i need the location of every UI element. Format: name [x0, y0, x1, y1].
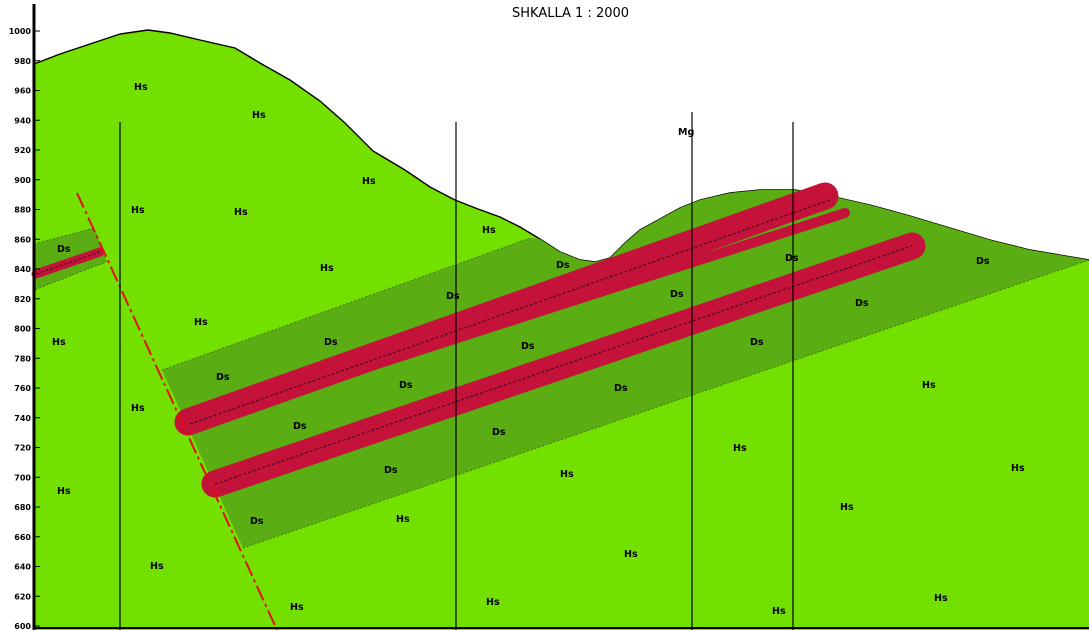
- elevation-tick-label: 740: [14, 414, 31, 423]
- label-hs: Hs: [560, 469, 574, 480]
- elevation-tick-label: 640: [14, 563, 31, 572]
- label-ds: Ds: [250, 516, 264, 527]
- label-hs: Hs: [150, 561, 164, 572]
- label-hs: Hs: [486, 597, 500, 608]
- elevation-tick-label: 980: [14, 57, 31, 66]
- elevation-tick-label: 960: [14, 87, 31, 96]
- label-ds: Ds: [216, 372, 230, 383]
- elevation-tick-label: 680: [14, 503, 31, 512]
- label-ds: Ds: [446, 291, 460, 302]
- ore-body-lower: [201, 232, 926, 498]
- fault-line: [76, 192, 278, 630]
- label-ds: Ds: [976, 256, 990, 267]
- ore-body-left: [31, 247, 105, 279]
- elevation-tick-label: 940: [14, 116, 31, 125]
- label-ds: Ds: [670, 289, 684, 300]
- label-ds: Ds: [399, 380, 413, 391]
- elevation-tick-label: 900: [14, 176, 31, 185]
- label-hs: Hs: [482, 225, 496, 236]
- label-hs: Hs: [362, 176, 376, 187]
- elevation-axis: 1000 980 960 940 920 900 880 860 840 820 800 780 760…: [9, 4, 1089, 630]
- deposit-zone-top-boundary: [161, 237, 531, 371]
- label-ds: Ds: [492, 427, 506, 438]
- elevation-tick-label: 600: [14, 622, 31, 630]
- label-hs: Hs: [934, 593, 948, 604]
- label-ds: Ds: [855, 298, 869, 309]
- label-ds: Ds: [556, 260, 570, 271]
- elevation-tick-label: 660: [14, 533, 31, 542]
- elevation-tick-label: 1000: [9, 27, 32, 36]
- elevation-tick-label: 880: [14, 206, 31, 215]
- label-ds: Ds: [785, 253, 799, 264]
- label-ds: Ds: [293, 421, 307, 432]
- deposit-zone-main: [162, 190, 1089, 548]
- elevation-tick-label: 620: [14, 592, 31, 601]
- label-hs: Hs: [131, 205, 145, 216]
- label-hs: Hs: [624, 549, 638, 560]
- label-ds: Ds: [57, 244, 71, 255]
- label-hs: Hs: [52, 337, 66, 348]
- label-hs: Hs: [234, 207, 248, 218]
- label-hs: Hs: [1011, 463, 1025, 474]
- elevation-tick-label: 840: [14, 265, 31, 274]
- label-hs: Hs: [840, 502, 854, 513]
- elevation-tick-label: 820: [14, 295, 31, 304]
- label-ds: Ds: [614, 383, 628, 394]
- elevation-tick-label: 700: [14, 473, 31, 482]
- label-ds: Ds: [750, 337, 764, 348]
- scale-title: SHKALLA 1 : 2000: [512, 6, 629, 21]
- elevation-tick-label: 860: [14, 235, 31, 244]
- label-ds: Ds: [324, 337, 338, 348]
- label-ds: Ds: [521, 341, 535, 352]
- ore-body-upper: [174, 182, 850, 436]
- label-mg: Mg: [678, 127, 694, 138]
- label-ds: Ds: [384, 465, 398, 476]
- label-hs: Hs: [733, 443, 747, 454]
- elevation-tick-label: 760: [14, 384, 31, 393]
- label-hs: Hs: [290, 602, 304, 613]
- elevation-tick-label: 920: [14, 146, 31, 155]
- elevation-tick-label: 780: [14, 354, 31, 363]
- label-hs: Hs: [194, 317, 208, 328]
- elevation-tick-label: 720: [14, 444, 31, 453]
- label-hs: Hs: [57, 486, 71, 497]
- label-hs: Hs: [396, 514, 410, 525]
- deposit-zone-bottom-boundary: [242, 259, 1089, 549]
- label-hs: Hs: [131, 403, 145, 414]
- label-hs: Hs: [134, 82, 148, 93]
- label-hs: Hs: [320, 263, 334, 274]
- rock-labels: Hs Hs Hs Hs Hs Hs Hs Hs Hs Hs Hs Hs Hs H…: [52, 82, 1025, 617]
- label-hs: Hs: [922, 380, 936, 391]
- label-hs: Hs: [252, 110, 266, 121]
- label-hs: Hs: [772, 606, 786, 617]
- elevation-tick-label: 800: [14, 325, 31, 334]
